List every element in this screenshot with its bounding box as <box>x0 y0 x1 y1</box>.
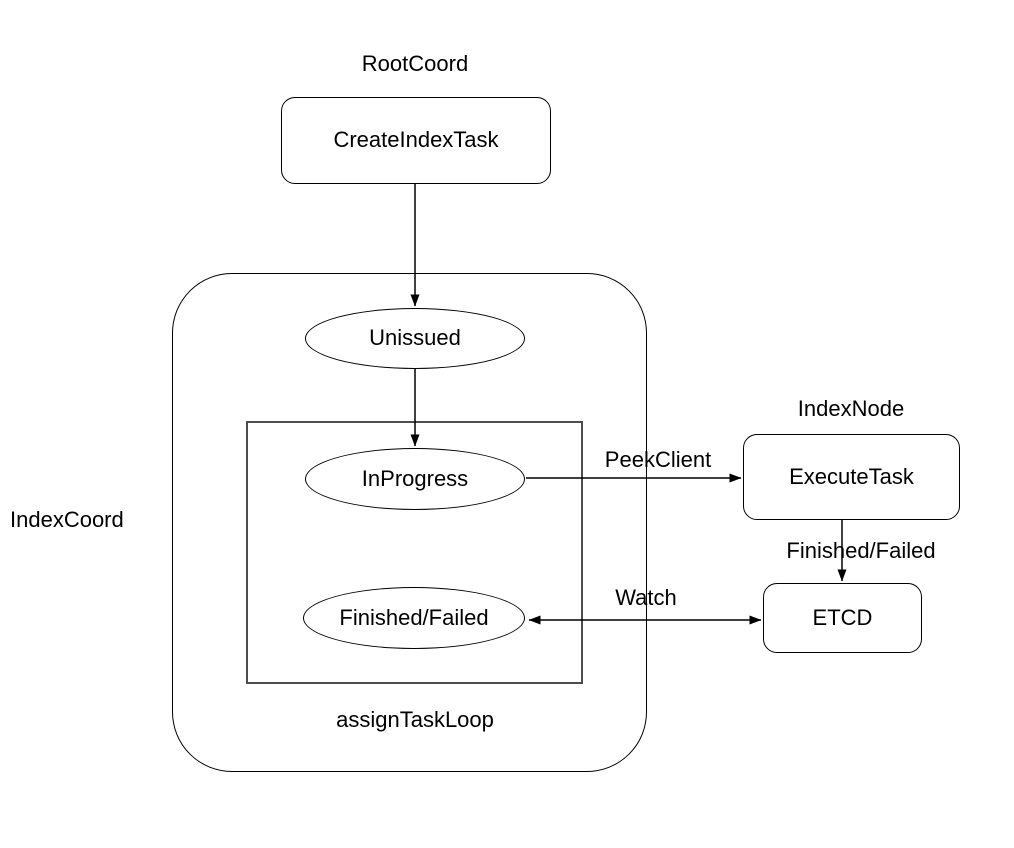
in-progress-state-node: InProgress <box>305 448 525 510</box>
finished-failed-state-node: Finished/Failed <box>303 587 525 649</box>
assign-task-loop-group-label: assignTaskLoop <box>336 707 494 732</box>
finished-failed-state-label: Finished/Failed <box>339 604 489 630</box>
index-coord-group-label: IndexCoord <box>10 507 124 532</box>
watch-edge-label: Watch <box>615 585 677 610</box>
unissued-state-label: Unissued <box>369 325 461 351</box>
index-coord-container <box>172 273 647 772</box>
execute-task-node: ExecuteTask <box>743 434 960 520</box>
etcd-label: ETCD <box>812 604 873 630</box>
etcd-node: ETCD <box>763 583 922 653</box>
create-index-task-label: CreateIndexTask <box>333 127 499 153</box>
create-index-task-node: CreateIndexTask <box>281 97 551 184</box>
execute-task-label: ExecuteTask <box>789 463 914 489</box>
finished-failed-edge-label: Finished/Failed <box>786 538 936 563</box>
in-progress-state-label: InProgress <box>361 465 469 491</box>
index-node-group-label: IndexNode <box>797 396 905 421</box>
peek-client-edge-label: PeekClient <box>604 447 712 472</box>
root-coord-group-label: RootCoord <box>361 51 469 76</box>
unissued-state-node: Unissued <box>305 308 525 369</box>
